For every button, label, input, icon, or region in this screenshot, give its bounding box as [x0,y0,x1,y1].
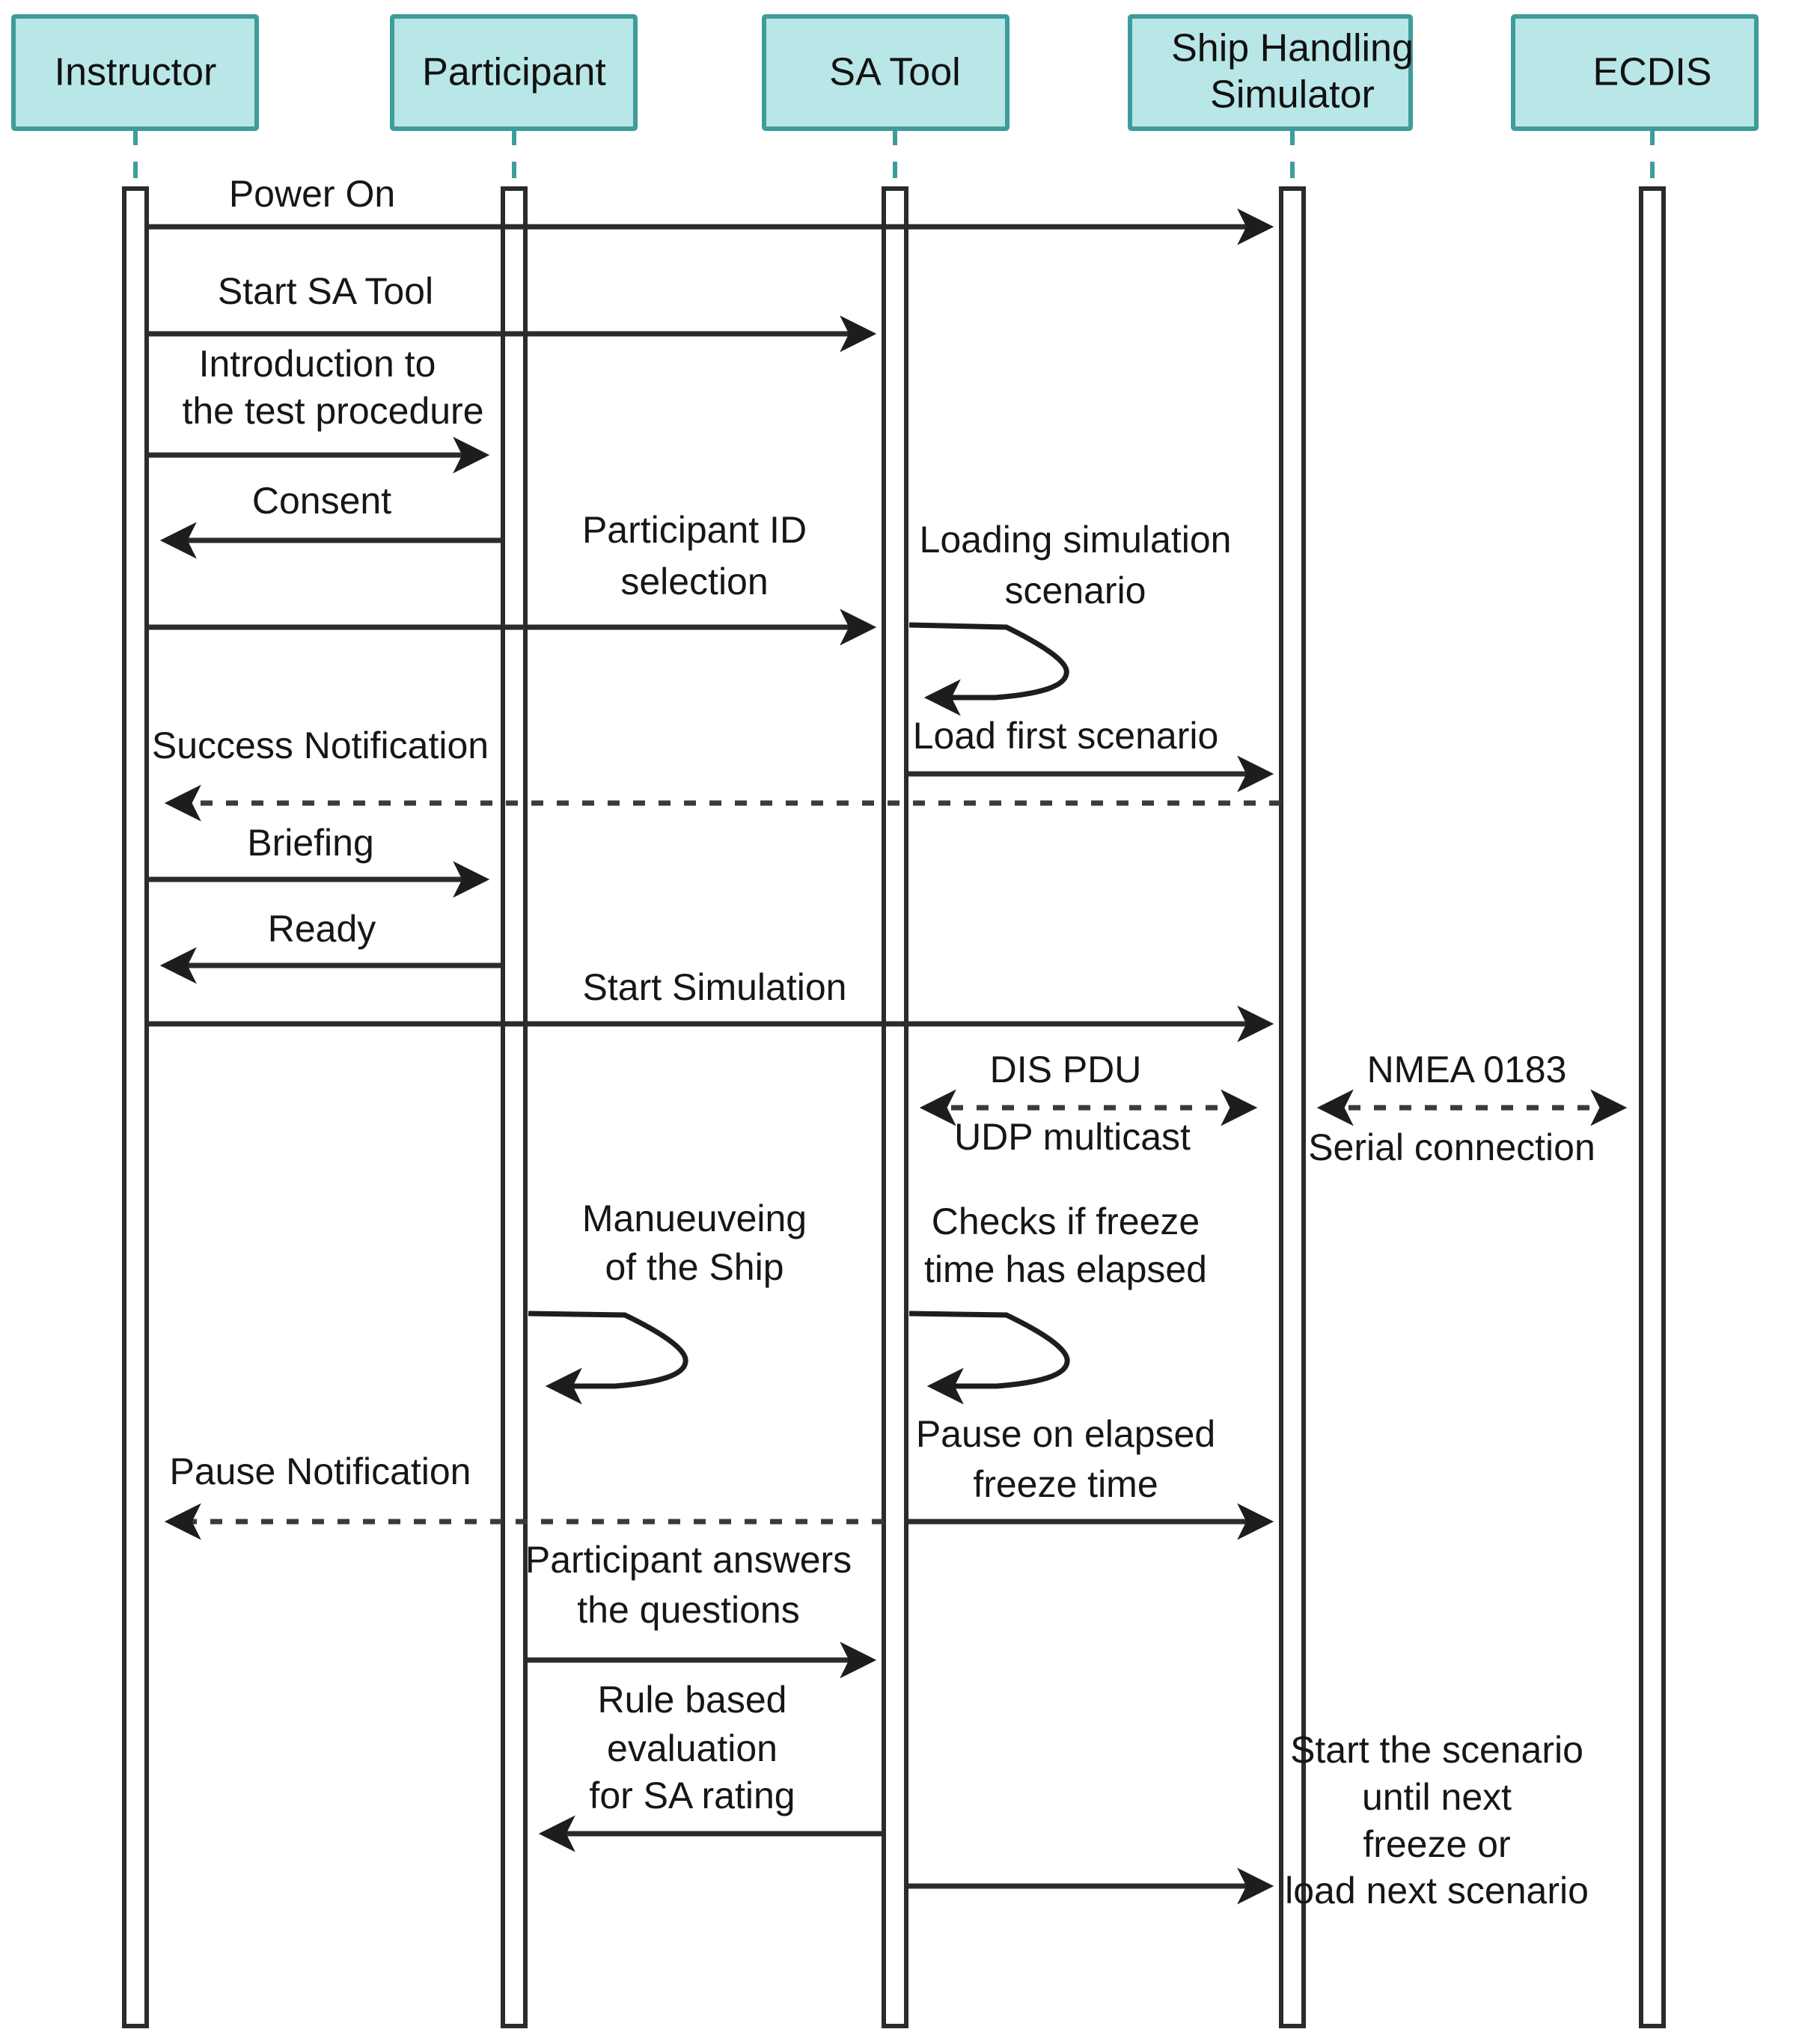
message-label-rule-based-line2: evaluation [607,1727,778,1769]
lifeline-header-ecdis[interactable]: ECDIS [1511,14,1759,131]
message-label-load-first-scenario: Load first scenario [913,715,1219,757]
lifeline-label-sa-tool: SA Tool [829,51,960,94]
activation-bar-sa-tool [882,186,908,2028]
lifeline-header-box-sa-tool[interactable] [762,14,1010,131]
lifeline-header-sa-tool[interactable]: SA Tool [762,14,1010,131]
message-rule-based-evaluation[interactable]: Rule based evaluation for SA rating [538,1679,884,1852]
message-manoeuvring-of-the-ship[interactable]: Manueuveing of the Ship [528,1198,807,1405]
note-line4: load next scenario [1285,1870,1589,1912]
message-label-checks-freeze-line2: time has elapsed [924,1248,1207,1290]
message-label-power-on: Power On [229,173,395,215]
message-checks-freeze-time[interactable]: Checks if freeze time has elapsed [908,1201,1207,1405]
lifeline-header-instructor[interactable]: Instructor [11,14,259,131]
message-label-participant-id-line1: Participant ID [582,509,807,551]
message-dis-pdu[interactable]: DIS PDU UDP multicast [919,1049,1258,1158]
message-label-loading-simulation-line2: scenario [1005,570,1146,611]
message-start-simulation[interactable]: Start Simulation [147,966,1274,1043]
note-start-scenario-until-next-freeze: Start the scenario until next freeze or … [1285,1729,1589,1912]
message-participant-id-selection[interactable]: Participant ID selection [147,509,877,646]
message-label-participant-answers-line2: the questions [577,1589,799,1631]
message-pause-on-elapsed-freeze-time[interactable]: Pause on elapsed freeze time [906,1413,1274,1540]
message-loading-simulation-scenario[interactable]: Loading simulation scenario [908,519,1232,716]
message-selfloop-loading-simulation-scenario[interactable] [908,622,1069,716]
message-label-participant-id-line2: selection [620,561,768,602]
lifeline-label-instructor: Instructor [55,51,217,94]
message-selfloop-checks-freeze-time[interactable] [908,1311,1070,1405]
lifeline-label-participant: Participant [422,51,606,94]
activation-bar-ship-handling-simulator [1279,186,1306,2028]
message-label-loading-simulation-line1: Loading simulation [920,519,1232,561]
message-start-sa-tool[interactable]: Start SA Tool [147,270,877,353]
message-label-nmea-above: NMEA 0183 [1367,1049,1567,1090]
message-label-pause-elapsed-line1: Pause on elapsed [916,1413,1215,1455]
message-label-nmea-below: Serial connection [1308,1126,1595,1168]
message-label-dis-pdu-below: UDP multicast [954,1116,1191,1158]
message-briefing[interactable]: Briefing [147,822,490,898]
lifeline-header-participant[interactable]: Participant [390,14,638,131]
lifeline-label-ship-handling-simulator-line1: Ship Handling [1171,27,1414,70]
lifeline-header-box-ship-handling-simulator[interactable] [1128,14,1413,131]
activation-bar-participant [501,186,528,2028]
message-introduction-to-test-procedure[interactable]: Introduction to the test procedure [147,343,490,474]
note-line3: freeze or [1363,1823,1510,1865]
message-label-rule-based-line3: for SA rating [589,1775,795,1816]
message-label-rule-based-line1: Rule based [598,1679,787,1721]
message-label-start-sa-tool: Start SA Tool [218,270,433,312]
message-label-introduction-line2: the test procedure [182,390,483,432]
message-ready[interactable]: Ready [159,908,503,984]
lifeline-label-ship-handling-simulator-line2: Simulator [1210,73,1375,117]
message-label-checks-freeze-line1: Checks if freeze [932,1201,1200,1242]
message-label-dis-pdu-above: DIS PDU [990,1049,1142,1090]
message-participant-answers-questions[interactable]: Participant answers the questions [525,1539,877,1679]
message-label-start-simulation: Start Simulation [583,966,847,1008]
lifeline-label-ecdis: ECDIS [1593,51,1712,94]
message-label-manoeuvring-line2: of the Ship [605,1246,784,1288]
message-success-notification[interactable]: Success Notification [152,724,1281,822]
message-label-pause-notification: Pause Notification [169,1450,471,1492]
message-consent[interactable]: Consent [159,480,503,559]
message-label-pause-elapsed-line2: freeze time [973,1463,1158,1505]
message-label-consent: Consent [252,480,391,522]
lifeline-header-box-ecdis[interactable] [1511,14,1759,131]
note-line2: until next [1362,1776,1512,1818]
message-selfloop-manoeuvring-of-the-ship[interactable] [528,1311,688,1405]
message-label-introduction-line1: Introduction to [199,343,436,385]
message-nmea-0183[interactable]: NMEA 0183 Serial connection [1308,1049,1628,1168]
message-power-on[interactable]: Power On [147,173,1274,245]
message-label-ready: Ready [268,908,376,950]
message-pause-notification[interactable]: Pause Notification [164,1450,884,1540]
message-label-briefing: Briefing [247,822,374,864]
message-label-participant-answers-line1: Participant answers [525,1539,852,1581]
lifeline-header-ship-handling-simulator[interactable]: Ship Handling Simulator [1128,14,1414,131]
message-label-success-notification: Success Notification [152,724,489,766]
activation-bar-instructor [122,186,149,2028]
note-line1: Start the scenario [1290,1729,1583,1771]
activation-bar-ecdis [1639,186,1666,2028]
message-label-manoeuvring-line1: Manueuveing [582,1198,807,1239]
message-load-first-scenario[interactable]: Load first scenario [906,715,1274,793]
